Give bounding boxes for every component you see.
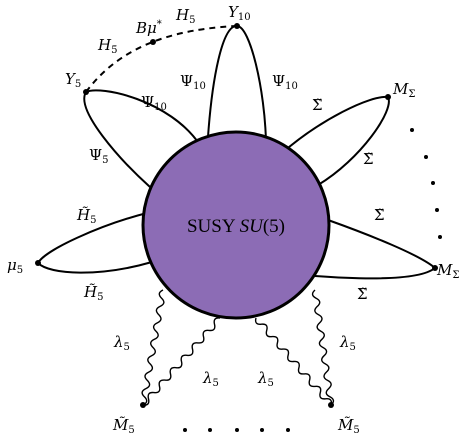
- label-m5-left: M̃5: [112, 416, 135, 436]
- dashed-line-y5-y10: [85, 25, 238, 93]
- label-msigma-top: MΣ: [392, 80, 415, 100]
- core-blob: [141, 130, 331, 320]
- vertex-y10: [234, 23, 240, 29]
- vertex-m5-right: [328, 402, 334, 408]
- label-psi10-lower: Ψ10: [141, 93, 167, 113]
- loop-msigma-bottom: [314, 219, 437, 280]
- label-sigma-3: Σ̃: [374, 206, 385, 224]
- label-h5-tilde: H̃5: [76, 206, 96, 226]
- vertex-msigma-bottom: [432, 265, 438, 271]
- label-lambda-a: λ5: [113, 333, 130, 353]
- wavy-line-4: [311, 289, 335, 406]
- label-psi10-left: Ψ10: [180, 72, 206, 92]
- label-h5: H5: [175, 6, 195, 26]
- label-lambda-b: λ5: [202, 369, 219, 389]
- vertex-bmu: [150, 39, 156, 45]
- label-psi5bar: Ψ5̄: [89, 146, 109, 166]
- wavy-line-3: [254, 317, 333, 406]
- wavy-line-2: [142, 317, 221, 406]
- ellipsis-bottom: [183, 428, 290, 432]
- vertex-msigma-top: [385, 94, 391, 100]
- label-sigma-1: Σ̃: [312, 96, 323, 114]
- label-m5-right: M̃5: [337, 416, 360, 436]
- ellipsis-right: [410, 128, 442, 239]
- label-y10: Y10: [228, 3, 251, 23]
- label-sigma-2: Σ̃: [363, 150, 374, 168]
- label-h5bar: H5̄: [97, 36, 117, 56]
- label-lambda-c: λ5: [257, 369, 274, 389]
- label-psi10-right: Ψ10: [272, 72, 298, 92]
- core-label: SUSY SU(5): [187, 216, 285, 237]
- wavy-line-1: [141, 289, 165, 406]
- label-h5bar-tilde: H̃5̄: [83, 283, 103, 303]
- vertex-m5-left: [140, 402, 146, 408]
- vertex-mu5: [35, 260, 41, 266]
- loop-y10: [207, 24, 267, 144]
- vertex-y5: [83, 89, 89, 95]
- label-lambda-d: λ5: [339, 333, 356, 353]
- label-sigma-4: Σ̃: [357, 285, 368, 303]
- label-bmu: Bμ*: [135, 19, 162, 37]
- label-y5: Y5: [65, 70, 81, 90]
- label-msigma-bottom: MΣ: [436, 261, 459, 281]
- label-mu5: μ5: [7, 256, 23, 276]
